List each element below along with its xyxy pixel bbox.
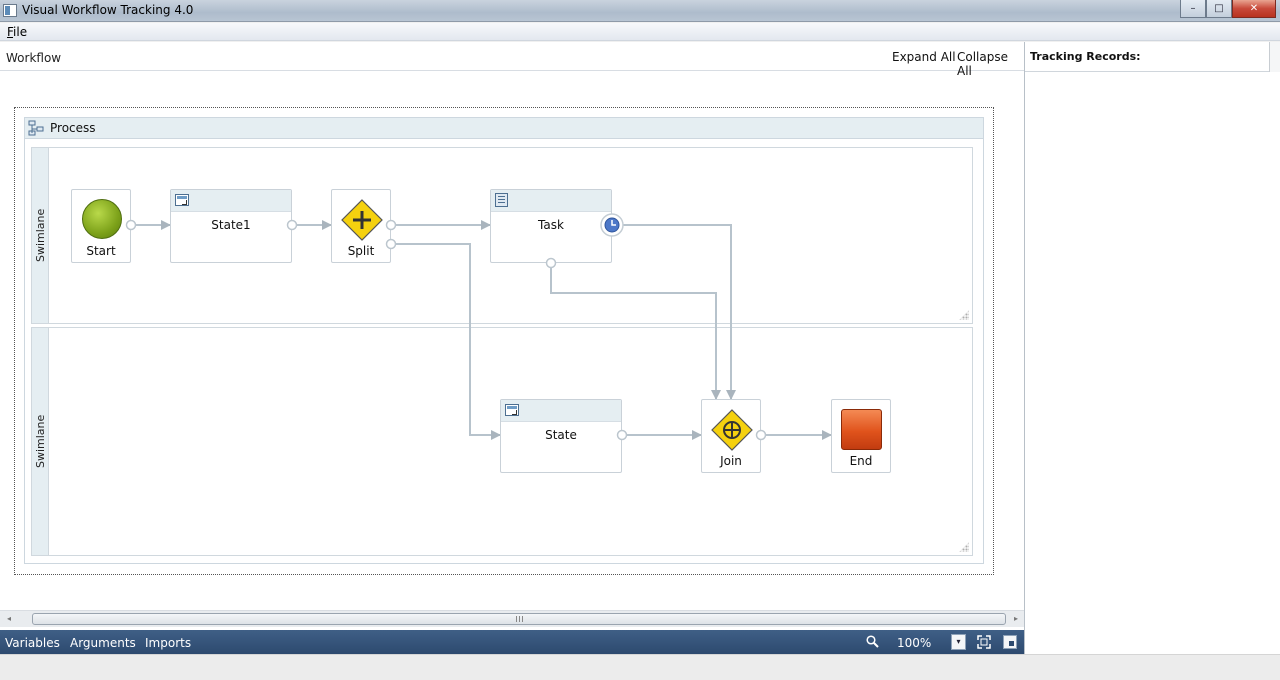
- state-label: State: [545, 428, 577, 442]
- state1-label: State1: [211, 218, 251, 232]
- scroll-right-arrow[interactable]: ▸: [1013, 614, 1018, 623]
- port: [385, 219, 397, 231]
- plus-gateway-icon: [341, 199, 383, 241]
- swimlane-label-bar: Swimlane: [32, 148, 49, 323]
- zoom-icon[interactable]: [866, 635, 879, 648]
- task-header: [491, 190, 611, 212]
- designer-bottom-bar: Variables Arguments Imports 100% ▾: [0, 630, 1024, 654]
- designer-header: Workflow Expand All Collapse All: [0, 42, 1024, 78]
- split-node[interactable]: Split: [331, 189, 391, 263]
- port: [125, 219, 137, 231]
- status-bar: [0, 654, 1280, 680]
- workflow-designer: Workflow Expand All Collapse All Process…: [0, 42, 1024, 630]
- task-node[interactable]: Task: [490, 189, 612, 263]
- port: [545, 257, 557, 269]
- menu-bar: File: [0, 23, 1280, 41]
- title-bar: Visual Workflow Tracking 4.0 – □ ✕: [0, 0, 1280, 22]
- join-gateway-icon: [711, 409, 753, 451]
- join-label: Join: [720, 454, 742, 468]
- end-square-icon: [841, 409, 882, 450]
- resize-grip-icon[interactable]: [959, 310, 969, 320]
- timer-icon: [600, 213, 624, 237]
- scroll-grip-icon: [516, 616, 524, 622]
- window-controls: – □ ✕: [1180, 0, 1276, 18]
- state-icon: [505, 404, 519, 416]
- process-header: Process: [25, 118, 983, 139]
- selection-frame: [14, 107, 994, 575]
- connector-split-state: [391, 243, 501, 440]
- state-header: [501, 400, 621, 422]
- tracking-panel: Tracking Records:: [1024, 42, 1280, 654]
- overview-icon[interactable]: [1003, 635, 1017, 649]
- task-label: Task: [538, 218, 564, 232]
- menu-file-label: ile: [13, 25, 28, 39]
- state-icon: [175, 194, 189, 206]
- zoom-dropdown-button[interactable]: ▾: [951, 634, 966, 650]
- close-button[interactable]: ✕: [1232, 0, 1276, 18]
- port: [385, 238, 397, 250]
- menu-file[interactable]: File: [7, 25, 27, 39]
- process-icon: [28, 120, 44, 136]
- state-header: [171, 190, 291, 212]
- port: [755, 429, 767, 441]
- breadcrumb[interactable]: Workflow: [6, 51, 62, 65]
- start-node[interactable]: Start: [71, 189, 131, 263]
- arguments-tab[interactable]: Arguments: [70, 636, 136, 650]
- tracking-header: Tracking Records:: [1025, 42, 1280, 72]
- join-node[interactable]: Join: [701, 399, 761, 473]
- fit-to-screen-icon[interactable]: [977, 635, 991, 649]
- state1-node[interactable]: State1: [170, 189, 292, 263]
- resize-grip-icon[interactable]: [959, 542, 969, 552]
- tracking-scrollbar[interactable]: [1269, 42, 1280, 72]
- swimlane-label-bar: Swimlane: [32, 328, 49, 555]
- end-label: End: [849, 454, 873, 468]
- start-circle-icon: [82, 199, 122, 239]
- horizontal-scrollbar[interactable]: ◂ ▸: [0, 610, 1024, 627]
- zoom-level: 100%: [897, 636, 932, 650]
- collapse-all-button[interactable]: Collapse All: [957, 50, 1008, 78]
- app-icon: [3, 4, 17, 17]
- state-node[interactable]: State: [500, 399, 622, 473]
- start-label: Start: [86, 244, 116, 258]
- minimize-button[interactable]: –: [1180, 0, 1206, 18]
- tracking-title: Tracking Records:: [1030, 50, 1141, 63]
- menu-file-hotkey: F: [7, 25, 14, 39]
- connectors: [131, 220, 832, 440]
- connection-ports: [125, 213, 767, 441]
- port: [286, 219, 298, 231]
- scroll-left-arrow[interactable]: ◂: [6, 614, 11, 623]
- connector-task-join-a: [550, 263, 721, 400]
- imports-tab[interactable]: Imports: [145, 636, 192, 650]
- scroll-thumb[interactable]: [32, 613, 1006, 625]
- port: [616, 429, 628, 441]
- end-node[interactable]: End: [831, 399, 891, 473]
- process-title: Process: [50, 121, 96, 135]
- maximize-button[interactable]: □: [1206, 0, 1232, 18]
- connector-task-join-b: [622, 224, 736, 400]
- split-label: Split: [347, 244, 375, 258]
- expand-all-button[interactable]: Expand All: [892, 50, 956, 64]
- window-title: Visual Workflow Tracking 4.0: [22, 3, 194, 17]
- variables-tab[interactable]: Variables: [5, 636, 60, 650]
- task-icon: [495, 193, 508, 207]
